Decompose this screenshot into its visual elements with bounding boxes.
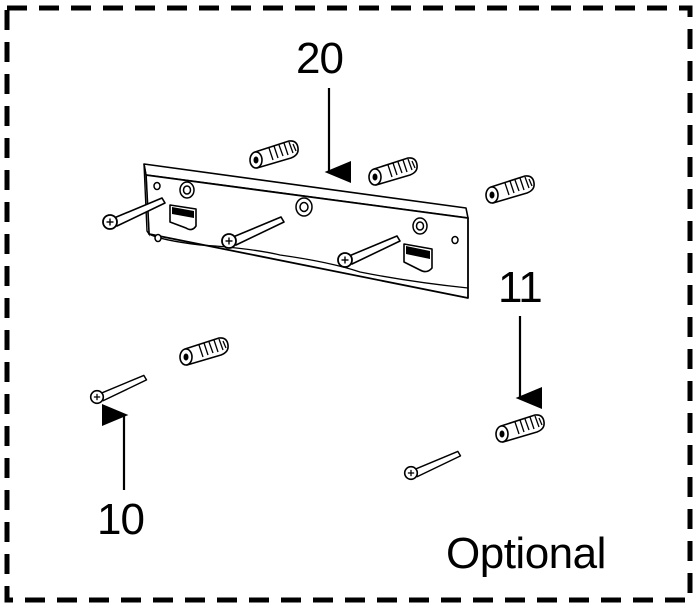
anchor-icon — [368, 157, 418, 186]
bracket-icon — [143, 163, 469, 299]
screw-icon — [403, 450, 462, 481]
screw-icon — [89, 374, 148, 405]
part-number-11: 11 — [498, 263, 543, 312]
part-number-20: 20 — [296, 34, 344, 83]
anchor-icon — [249, 140, 299, 169]
anchor-icon — [495, 414, 545, 443]
optional-note: Optional — [446, 529, 606, 578]
dashed-border — [4, 5, 693, 603]
part-number-10: 10 — [97, 495, 145, 544]
anchor-icon — [179, 337, 229, 366]
anchor-icon — [485, 175, 535, 204]
